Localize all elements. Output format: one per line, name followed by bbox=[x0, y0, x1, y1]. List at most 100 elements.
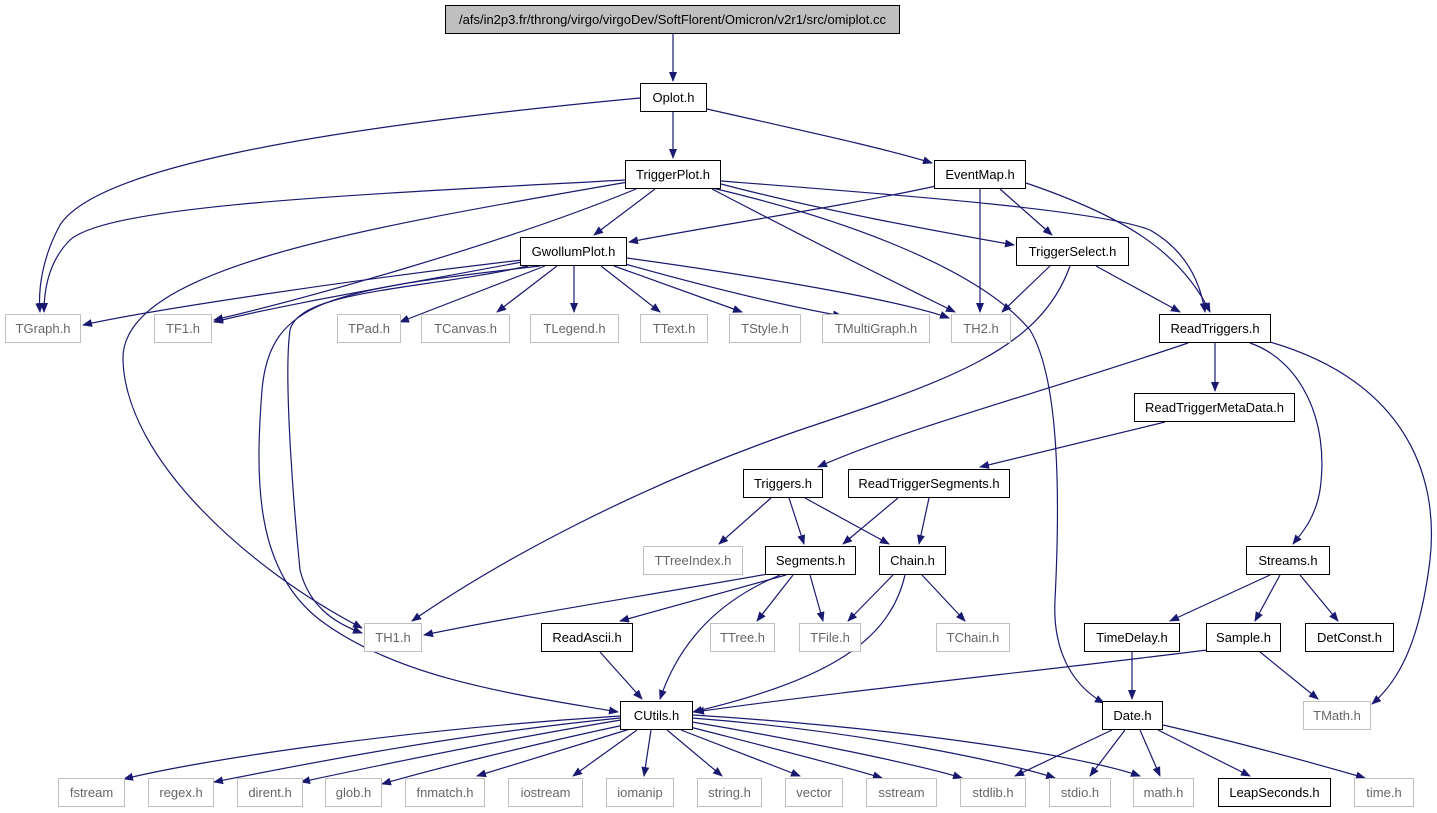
edge-triggerselect-to-th1 bbox=[411, 265, 1071, 622]
edge-chain-to-tchain bbox=[921, 574, 966, 622]
edge-streams-to-timedelay bbox=[1169, 574, 1271, 622]
edge-gwollumplot-to-th2 bbox=[626, 257, 950, 319]
node-tgraph-h: TGraph.h bbox=[5, 314, 81, 343]
edge-triggerselect-to-th2 bbox=[1001, 265, 1051, 313]
edge-streams-to-sample bbox=[1254, 574, 1281, 622]
edge-triggerplot-to-tf1 bbox=[213, 188, 637, 322]
node-readtriggermetadata-h[interactable]: ReadTriggerMetaData.h bbox=[1134, 393, 1295, 422]
edge-gwollumplot-to-tf1 bbox=[213, 261, 523, 324]
edge-cutils-to-dirent bbox=[300, 719, 622, 785]
node-stdio-h: stdio.h bbox=[1049, 778, 1111, 807]
edge-cutils-to-math bbox=[692, 714, 1141, 777]
edge-readtriggersegments-to-chain bbox=[917, 497, 930, 545]
node-regex-h: regex.h bbox=[148, 778, 214, 807]
node-readascii-h[interactable]: ReadAscii.h bbox=[541, 623, 633, 652]
node-tchain-h: TChain.h bbox=[936, 623, 1010, 652]
node-tstyle-h: TStyle.h bbox=[729, 314, 801, 343]
edge-cutils-to-fnmatch bbox=[476, 728, 631, 778]
edge-oplot-to-tgraph bbox=[35, 97, 641, 313]
edge-sample-to-cutils bbox=[694, 648, 1216, 715]
edge-readtriggersegments-to-segments bbox=[842, 497, 899, 545]
edge-gwollumplot-to-tpad bbox=[399, 265, 546, 323]
node-gwollumplot-h[interactable]: GwollumPlot.h bbox=[520, 237, 627, 266]
edge-eventmap-to-gwollumplot bbox=[628, 185, 937, 245]
edge-cutils-to-string bbox=[666, 729, 723, 777]
node-tf1-h: TF1.h bbox=[154, 314, 212, 343]
node-eventmap-h[interactable]: EventMap.h bbox=[934, 160, 1026, 189]
edge-cutils-to-vector bbox=[680, 729, 801, 777]
edge-triggers-to-segments bbox=[788, 497, 806, 545]
node-chain-h[interactable]: Chain.h bbox=[879, 546, 946, 575]
edge-eventmap-to-triggerselect bbox=[999, 188, 1053, 236]
node-tlegend-h: TLegend.h bbox=[530, 314, 619, 343]
node-stdlib-h: stdlib.h bbox=[960, 778, 1026, 807]
node-omiplot-cc: /afs/in2p3.fr/throng/virgo/virgoDev/Soft… bbox=[445, 5, 900, 34]
node-timedelay-h[interactable]: TimeDelay.h bbox=[1084, 623, 1180, 652]
edge-readtriggers-to-tmath bbox=[1269, 341, 1433, 705]
node-oplot-h[interactable]: Oplot.h bbox=[640, 83, 707, 112]
edge-readtriggermetadata-to-readtriggersegments bbox=[979, 421, 1166, 469]
edge-cutils-to-fstream bbox=[123, 715, 621, 781]
node-date-h[interactable]: Date.h bbox=[1102, 701, 1163, 730]
edge-triggerplot-to-tgraph bbox=[40, 179, 626, 313]
node-th1-h: TH1.h bbox=[364, 623, 422, 652]
edge-triggerplot-to-th1 bbox=[122, 181, 629, 629]
node-detconst-h[interactable]: DetConst.h bbox=[1305, 623, 1394, 652]
edge-date-to-stdlib bbox=[1014, 729, 1113, 777]
edge-eventmap-to-readtriggers bbox=[1025, 182, 1211, 313]
edge-gwollumplot-to-th1 bbox=[287, 265, 529, 634]
edge-triggers-to-chain bbox=[804, 497, 890, 545]
edge-triggerplot-to-gwollumplot bbox=[593, 188, 656, 236]
edge-gwollumplot-to-tgraph bbox=[82, 259, 523, 327]
edge-segments-to-cutils bbox=[659, 574, 781, 700]
edge-oplot-to-eventmap bbox=[706, 108, 933, 165]
edge-readtriggers-to-streams bbox=[1249, 342, 1323, 545]
node-fnmatch-h: fnmatch.h bbox=[405, 778, 485, 807]
edge-gwollumplot-to-tcanvas bbox=[496, 265, 558, 313]
node-segments-h[interactable]: Segments.h bbox=[765, 546, 856, 575]
edge-cutils-to-iostream bbox=[572, 729, 638, 777]
node-vector: vector bbox=[785, 778, 843, 807]
node-tpad-h: TPad.h bbox=[337, 314, 401, 343]
node-ttext-h: TText.h bbox=[640, 314, 708, 343]
edge-date-to-leapseconds bbox=[1157, 729, 1251, 777]
edge-date-to-math bbox=[1139, 729, 1161, 777]
node-th2-h: TH2.h bbox=[951, 314, 1011, 343]
node-sstream: sstream bbox=[866, 778, 937, 807]
node-sample-h[interactable]: Sample.h bbox=[1206, 623, 1281, 652]
edge-chain-to-cutils bbox=[692, 574, 906, 714]
edge-cutils-to-sstream bbox=[689, 726, 883, 780]
node-fstream: fstream bbox=[58, 778, 125, 807]
edge-cutils-to-regex bbox=[213, 717, 621, 785]
edge-gwollumplot-to-tstyle bbox=[613, 265, 743, 313]
node-cutils-h[interactable]: CUtils.h bbox=[620, 701, 693, 730]
node-tmath-h: TMath.h bbox=[1303, 701, 1371, 730]
edge-cutils-to-stdlib bbox=[691, 721, 963, 780]
node-readtriggersegments-h[interactable]: ReadTriggerSegments.h bbox=[848, 469, 1010, 498]
node-triggerselect-h[interactable]: TriggerSelect.h bbox=[1016, 237, 1129, 266]
edge-date-to-stdio bbox=[1089, 729, 1126, 777]
edge-segments-to-tfile bbox=[809, 574, 825, 622]
edge-streams-to-detconst bbox=[1299, 574, 1339, 622]
node-triggers-h[interactable]: Triggers.h bbox=[743, 469, 823, 498]
edge-triggerplot-to-readtriggers bbox=[720, 180, 1208, 313]
edge-segments-to-readascii bbox=[619, 574, 787, 623]
node-tfile-h: TFile.h bbox=[799, 623, 861, 652]
edge-cutils-to-glob bbox=[381, 724, 625, 786]
edge-segments-to-ttree bbox=[756, 574, 794, 622]
edge-triggerplot-to-th2 bbox=[711, 188, 956, 313]
node-readtriggers-h[interactable]: ReadTriggers.h bbox=[1159, 314, 1271, 343]
node-streams-h[interactable]: Streams.h bbox=[1246, 546, 1330, 575]
node-triggerplot-h[interactable]: TriggerPlot.h bbox=[625, 160, 721, 189]
edge-triggers-to-ttreeindex bbox=[718, 497, 772, 545]
edge-triggerplot-to-date bbox=[707, 186, 1105, 704]
node-leapseconds-h[interactable]: LeapSeconds.h bbox=[1218, 778, 1331, 807]
node-ttreeindex-h: TTreeIndex.h bbox=[643, 546, 743, 575]
edge-gwollumplot-to-ttext bbox=[600, 265, 661, 313]
edge-readascii-to-cutils bbox=[599, 651, 643, 700]
node-iostream: iostream bbox=[508, 778, 583, 807]
node-tcanvas-h: TCanvas.h bbox=[421, 314, 510, 343]
edge-segments-to-th1 bbox=[423, 573, 769, 638]
